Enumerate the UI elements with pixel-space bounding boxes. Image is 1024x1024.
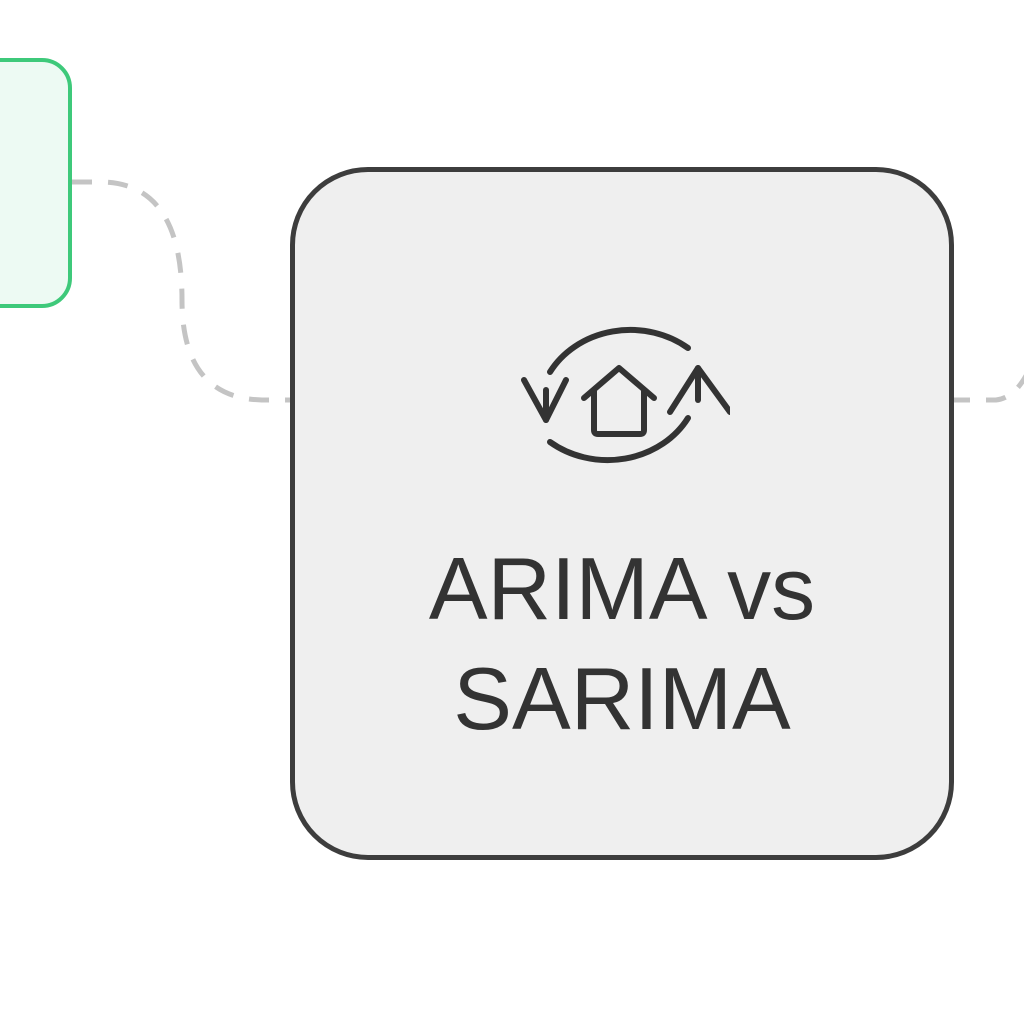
left-node[interactable]: [0, 58, 72, 308]
node-title: ARIMA vs SARIMA: [428, 539, 816, 748]
connector-right: [950, 374, 1024, 403]
connector-left: [72, 179, 294, 403]
cycle-home-icon: [521, 326, 730, 464]
main-node[interactable]: ARIMA vs SARIMA: [290, 167, 954, 860]
